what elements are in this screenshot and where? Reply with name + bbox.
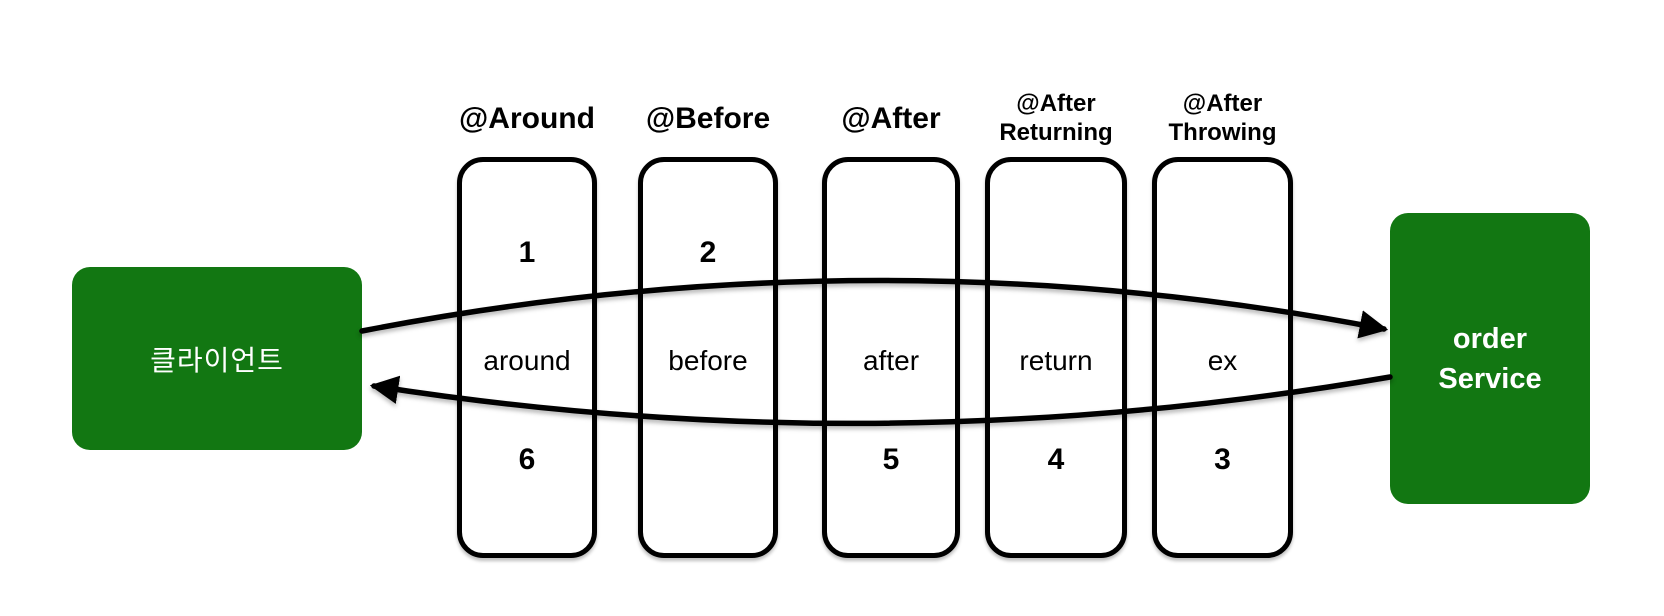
lane-title: @After Returning — [955, 85, 1157, 151]
lane-title-line: @After — [1182, 90, 1263, 117]
advice-box: 2 before — [638, 157, 778, 558]
lane-title-line: @Around — [459, 101, 595, 135]
sequence-number: 1 — [518, 236, 536, 269]
lane-title: @Around — [427, 85, 627, 151]
client-node: 클라이언트 — [72, 267, 362, 450]
advice-label: ex — [1207, 345, 1238, 376]
lane-title: @After — [792, 85, 990, 151]
advice-box: ex 3 — [1152, 157, 1293, 558]
advice-label: after — [862, 345, 920, 376]
sequence-number: 4 — [1047, 443, 1065, 476]
order-service-node: order Service — [1390, 213, 1590, 504]
client-label: 클라이언트 — [150, 344, 284, 376]
lane-title-line: @Before — [645, 101, 771, 135]
lane-title-line: @After — [841, 101, 941, 135]
lane-title: @Before — [608, 85, 808, 151]
sequence-number: 6 — [518, 443, 536, 476]
sequence-number: 2 — [699, 236, 717, 269]
sequence-number — [1157, 233, 1288, 273]
sequence-number — [643, 440, 773, 480]
advice-box: return 4 — [985, 157, 1127, 558]
sequence-number — [990, 233, 1122, 273]
sequence-number — [827, 233, 955, 273]
advice-label: before — [668, 345, 748, 376]
advice-label: around — [483, 345, 571, 376]
sequence-number: 5 — [882, 443, 900, 476]
sequence-number: 3 — [1214, 443, 1231, 476]
order-service-label-line1: order — [1452, 322, 1528, 355]
lane-title-line: @After — [1016, 90, 1096, 117]
lane-title-line: Throwing — [1168, 119, 1277, 146]
advice-box: after 5 — [822, 157, 960, 558]
lane-title-line: Returning — [999, 119, 1113, 146]
advice-box: 1 around 6 — [457, 157, 597, 558]
order-service-label-line2: Service — [1438, 362, 1542, 395]
advice-label: return — [1019, 345, 1093, 376]
lane-title: @After Throwing — [1122, 85, 1323, 151]
